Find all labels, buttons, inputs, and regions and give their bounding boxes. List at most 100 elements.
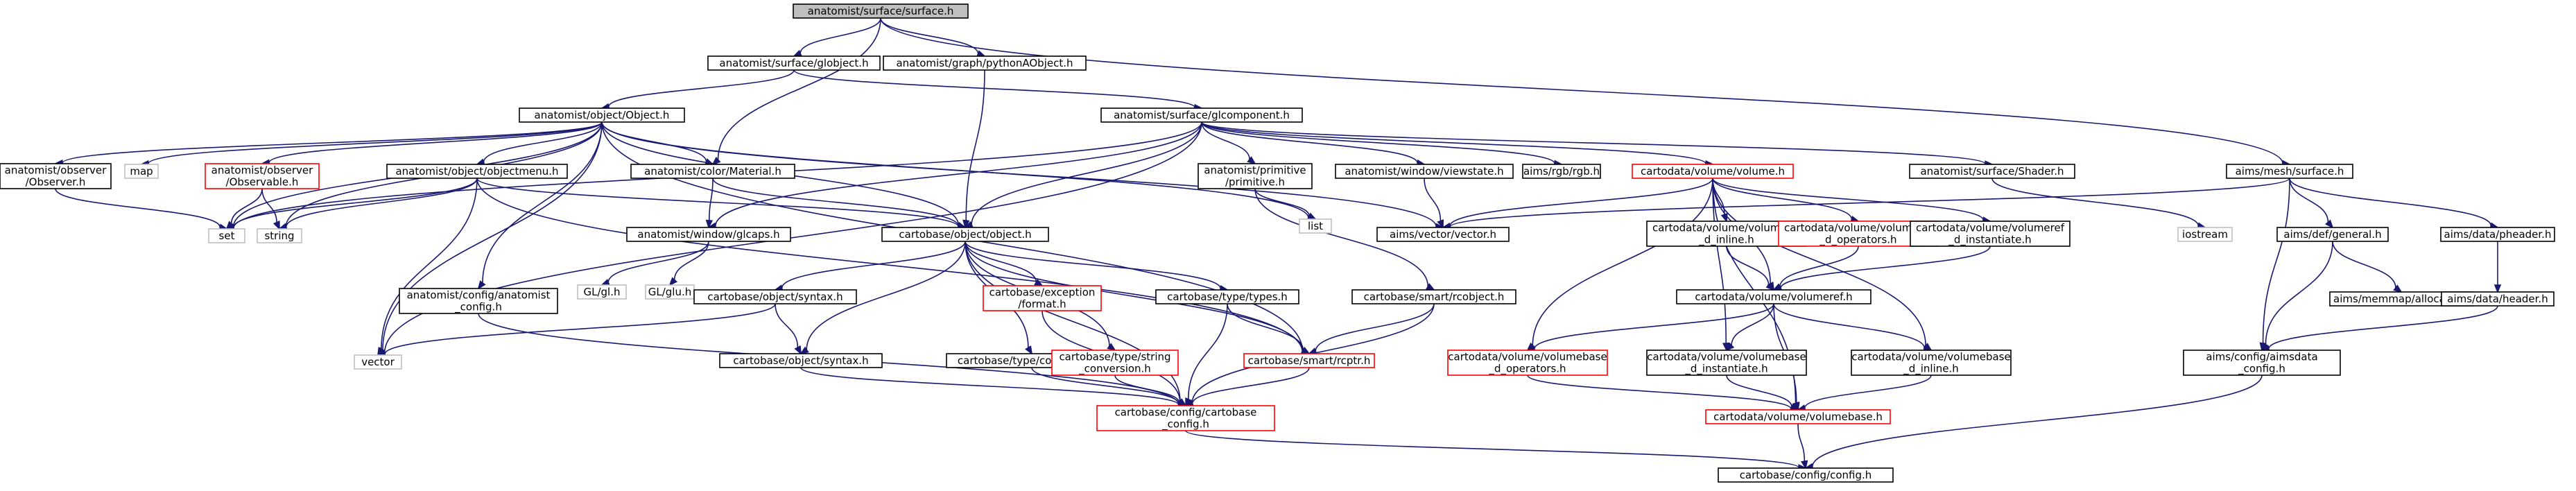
edge-line [607, 241, 709, 283]
node-csyntax[interactable]: cartobase/object/syntax.h [693, 289, 857, 304]
node-vbase-ops[interactable]: cartodata/volume/volumebase_d_operators.… [1447, 350, 1608, 376]
node-label: set [219, 230, 235, 242]
edge-line [268, 121, 603, 164]
node-volbase[interactable]: cartodata/volume/volumebase.h [1705, 409, 1891, 424]
node-volume[interactable]: cartodata/volume/volume.h [1632, 164, 1794, 179]
edge-surface-to-globject [793, 17, 881, 57]
node-cconfig[interactable]: cartobase/config/cartobase_config.h [1096, 405, 1275, 431]
node-layer: anatomist/surface/surface.h anatomist/sur… [0, 3, 2555, 483]
node-rgb[interactable]: aims/rgb/rgb.h [1522, 164, 1601, 179]
node-types[interactable]: cartobase/type/types.h [1155, 289, 1299, 304]
node-box [1051, 350, 1179, 376]
node-aimssurf[interactable]: aims/mesh/surface.h [2226, 164, 2353, 179]
node-glcaps[interactable]: anatomist/window/glcaps.h [626, 227, 791, 242]
node-glcomp[interactable]: anatomist/surface/glcomponent.h [1100, 107, 1303, 123]
node-box [2440, 227, 2555, 242]
node-label: aims/memmap/allocator.h [2333, 293, 2469, 305]
node-box [577, 284, 627, 300]
edge-pheader-to-header [2493, 241, 2502, 294]
node-label: aims/vector/vector.h [1390, 228, 1496, 241]
edge-aimssurf-to-aimsdata [2259, 178, 2290, 352]
node-material[interactable]: anatomist/color/Material.h [630, 164, 795, 179]
node-pyao[interactable]: anatomist/graph/pythonAObject.h [883, 55, 1087, 71]
node-cobject[interactable]: cartobase/object/object.h [881, 227, 1049, 242]
node-general[interactable]: aims/def/general.h [2276, 227, 2389, 242]
edge-line [55, 188, 221, 227]
node-observable[interactable]: anatomist/observer/Observable.h [205, 163, 320, 189]
node-aimsdata[interactable]: aims/config/aimsdata_config.h [2183, 350, 2341, 376]
node-globject[interactable]: anatomist/surface/globject.h [707, 55, 881, 71]
node-label: cartodata/volume/volumeref [1784, 222, 1933, 234]
node-header[interactable]: aims/data/header.h [2441, 291, 2555, 307]
node-glu: GL/glu.h [645, 284, 695, 300]
node-volumeref[interactable]: cartodata/volume/volumeref.h [1676, 289, 1872, 304]
node-shader[interactable]: anatomist/surface/Shader.h [1909, 164, 2075, 179]
edge-line [1712, 178, 1727, 344]
node-label: anatomist/surface/Shader.h [1920, 165, 2064, 178]
edge-line [1201, 121, 1555, 164]
edge-volume-to-vbase_ops [1526, 178, 1713, 352]
node-label: /Observable.h [226, 176, 299, 189]
node-exception[interactable]: cartobase/exception/format.h [983, 285, 1102, 311]
node-label: cartodata/volume/volumeref.h [1695, 291, 1852, 303]
arrowhead [976, 50, 987, 58]
node-vref-inst[interactable]: cartodata/volume/volumeref_d_instantiate… [1910, 221, 2071, 247]
node-label: cartobase/exception [989, 286, 1096, 299]
node-box [519, 107, 685, 123]
node-box [386, 164, 568, 179]
edge-volume-to-vref_ops [1712, 178, 1860, 223]
edge-surface-to-pyao [880, 17, 987, 58]
node-vbase-inst[interactable]: cartodata/volume/volumebase_d_instantiat… [1646, 350, 1807, 376]
edge-surface-to-material [711, 17, 881, 166]
edge-layer [53, 17, 2502, 472]
node-label: cartodata/volume/volumebase [1448, 351, 1607, 363]
arrowhead [1437, 219, 1444, 230]
node-config[interactable]: cartobase/config/config.h [1718, 467, 1894, 483]
node-box [1447, 350, 1608, 376]
node-box [2183, 350, 2341, 376]
edge-header-to-aimsdata [2260, 305, 2498, 353]
node-primitive[interactable]: anatomist/primitive/primitive.h [1198, 163, 1313, 189]
node-strconv[interactable]: cartobase/type/string_conversion.h [1051, 350, 1179, 376]
edge-line [1780, 246, 1991, 289]
node-object[interactable]: anatomist/object/Object.h [519, 107, 685, 123]
node-objmenu[interactable]: anatomist/object/objectmenu.h [386, 164, 568, 179]
edge-objmenu-to-vector [377, 178, 478, 356]
edge-glcomp-to-shader [1201, 121, 1994, 168]
edge-line [1991, 178, 2199, 226]
node-rcobject[interactable]: cartobase/smart/rcobject.h [1351, 289, 1516, 304]
node-vector3[interactable]: aims/vector/vector.h [1376, 227, 1510, 242]
node-box [1851, 350, 2012, 376]
edge-vbase_ops-to-volbase [1527, 374, 1800, 413]
node-label: anatomist/config/anatomist [407, 289, 551, 302]
node-label: cartodata/volume/volumeref [1916, 222, 2065, 234]
edge-line [799, 17, 881, 54]
edge-line [717, 17, 881, 160]
node-label: anatomist/window/glcaps.h [637, 228, 779, 241]
node-allocator[interactable]: aims/memmap/allocator.h [2329, 291, 2473, 307]
edge-line [806, 241, 966, 350]
edge-line [1804, 374, 1932, 408]
edge-vref_inline-to-volumeref [1726, 246, 1775, 291]
node-label: anatomist/observer [211, 164, 313, 177]
node-label: _conversion.h [1078, 363, 1151, 376]
node-anaconfig[interactable]: anatomist/config/anatomist_config.h [399, 288, 558, 314]
edge-volumeref-to-vbase_inline [1773, 303, 1933, 352]
edge-line [1712, 178, 1853, 220]
node-surface[interactable]: anatomist/surface/surface.h [793, 3, 969, 19]
edge-line [476, 178, 1304, 352]
node-csyntax2[interactable]: cartobase/object/syntax.h [719, 353, 883, 368]
node-label: aims/data/header.h [2447, 293, 2548, 305]
node-rcptr[interactable]: cartobase/smart/rcptr.h [1243, 353, 1375, 368]
node-box [707, 55, 881, 71]
node-box [1299, 218, 1332, 234]
edge-line [608, 69, 795, 107]
edge-line [62, 121, 603, 164]
node-label: aims/rgb/rgb.h [1523, 165, 1600, 178]
node-observer[interactable]: anatomist/observer/Observer.h [0, 163, 112, 189]
node-pheader[interactable]: aims/data/pheader.h [2440, 227, 2555, 242]
node-viewstate[interactable]: anatomist/window/viewstate.h [1335, 164, 1514, 179]
node-label: GL/gl.h [584, 286, 621, 298]
node-vbase-inline[interactable]: cartodata/volume/volumebase_d_inline.h [1851, 350, 2012, 376]
